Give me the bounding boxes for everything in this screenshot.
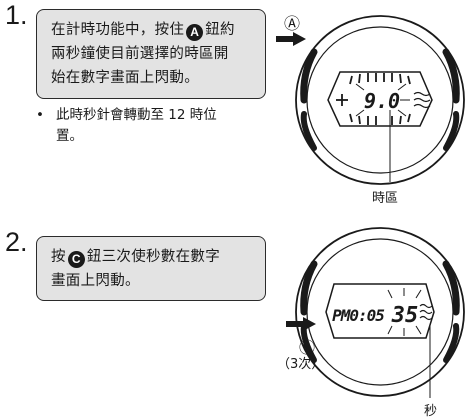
arrow-right-icon [286,317,316,331]
seconds-display: 35 [391,303,419,328]
step-1-note-line-1: 此時秒針會轉動至 12 時位 [56,107,217,123]
watch-face-1: 9.0 [295,15,465,185]
seconds-caption: 秒 [424,404,438,419]
step-1-callout-line-2: 兩秒鐘使目前選擇的時區開 [51,46,229,62]
press-count-label: （3次） [277,357,325,372]
time-zone-caption: 時區 [372,191,399,206]
time-zone-display: 9.0 [364,89,400,113]
button-c-label: Ⓒ [299,338,316,357]
step-2-callout-line-2: 畫面上閃動。 [51,273,140,289]
button-a-icon: A [186,24,204,41]
arrow-right-icon [276,32,306,46]
step-1-callout-line-3: 始在數字畫面上閃動。 [51,70,199,86]
bullet-icon: • [36,107,44,123]
button-c-icon: C [67,251,85,268]
step-1-number: 1. [5,0,28,30]
step-2-number: 2. [5,227,28,257]
watch-face-2: PM0:05 35 [295,227,465,398]
time-display: PM0:05 [332,306,384,325]
step-1-note: • 此時秒針會轉動至 12 時位 置。 [36,105,276,151]
step-1-note-line-2: 置。 [56,128,83,144]
button-a-label: Ⓐ [284,14,301,33]
